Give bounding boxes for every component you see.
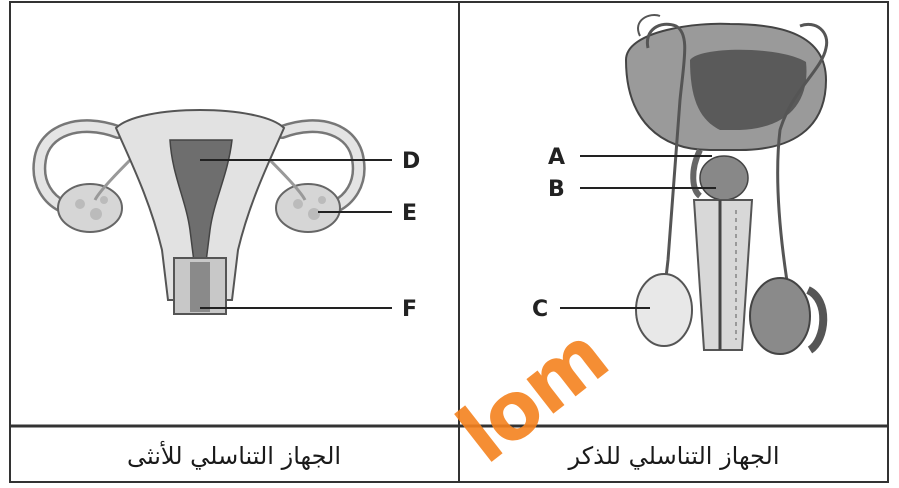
label-f: F (402, 297, 417, 322)
right-ovary (276, 184, 340, 232)
right-testis (750, 278, 810, 354)
prostate (700, 156, 748, 200)
caption-female: الجهاز التناسلي للأنثى (10, 430, 458, 482)
female-reproductive-illustration (39, 110, 392, 314)
male-reproductive-illustration (560, 15, 827, 354)
label-d: D (402, 149, 420, 174)
label-e: E (402, 201, 417, 226)
left-testis (636, 274, 692, 346)
penis (694, 200, 752, 350)
left-ovary (58, 184, 122, 232)
label-c: C (532, 297, 548, 322)
label-b: B (548, 177, 565, 202)
label-a: A (548, 145, 565, 170)
